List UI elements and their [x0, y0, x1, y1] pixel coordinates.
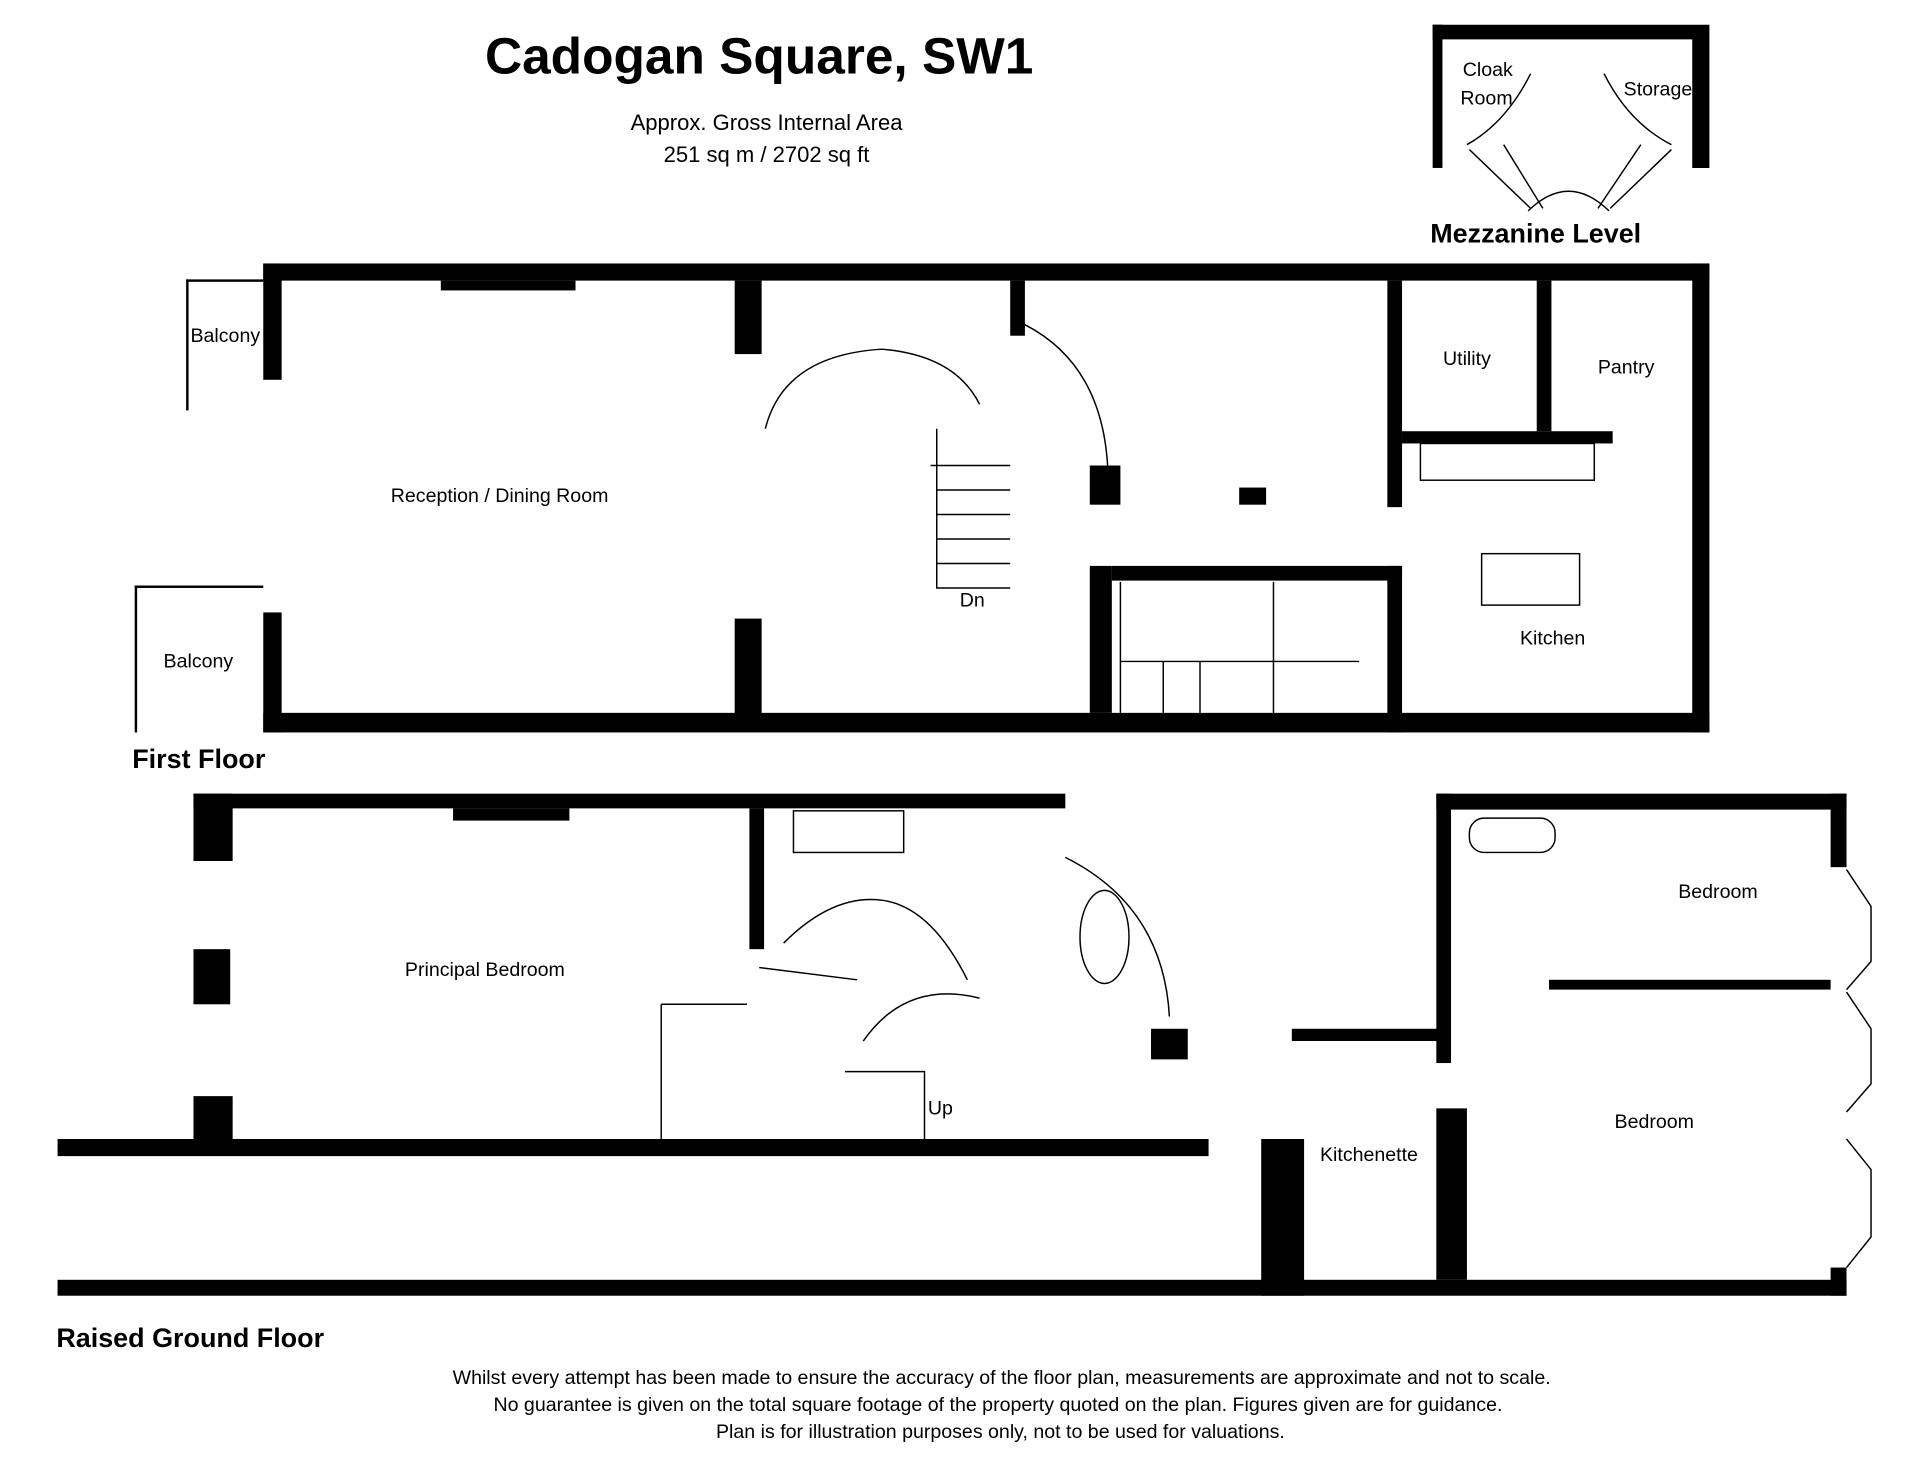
room-bedroom-rear: Bedroom [1678, 881, 1757, 903]
mezzanine-plan: Cloak Room Storage Mezzanine Level [1430, 24, 1710, 249]
stairs-up-label: Up [928, 1097, 953, 1119]
room-utility: Utility [1443, 348, 1491, 370]
page-title: Cadogan Square, SW1 [485, 27, 1033, 85]
first-floor-plan: Balcony Balcony Reception / Dining Room … [132, 263, 1710, 774]
stairs-down-label: Dn [960, 589, 985, 611]
area-label: Approx. Gross Internal Area [631, 110, 904, 135]
disclaimer-line-3: Plan is for illustration purposes only, … [716, 1421, 1285, 1443]
disclaimer-line-2: No guarantee is given on the total squar… [493, 1394, 1502, 1416]
room-pantry: Pantry [1598, 357, 1655, 379]
level-label-mezzanine: Mezzanine Level [1430, 219, 1641, 249]
room-balcony-upper: Balcony [190, 325, 260, 347]
room-balcony-lower: Balcony [164, 651, 234, 673]
level-label-raised-ground: Raised Ground Floor [56, 1323, 324, 1353]
room-storage: Storage [1624, 79, 1693, 101]
room-kitchenette: Kitchenette [1320, 1144, 1418, 1166]
disclaimer-line-1: Whilst every attempt has been made to en… [453, 1367, 1551, 1389]
room-reception-dining: Reception / Dining Room [391, 485, 609, 507]
room-kitchen: Kitchen [1520, 627, 1585, 649]
room-principal-bedroom: Principal Bedroom [405, 959, 565, 981]
level-label-first-floor: First Floor [132, 744, 266, 774]
area-value: 251 sq m / 2702 sq ft [664, 142, 870, 167]
room-cloak-2: Room [1460, 87, 1512, 109]
room-bedroom-front: Bedroom [1615, 1111, 1694, 1133]
room-cloak: Cloak [1463, 59, 1513, 81]
raised-ground-floor-plan: Principal Bedroom Up Kitchenette Bedroom… [56, 793, 1872, 1353]
